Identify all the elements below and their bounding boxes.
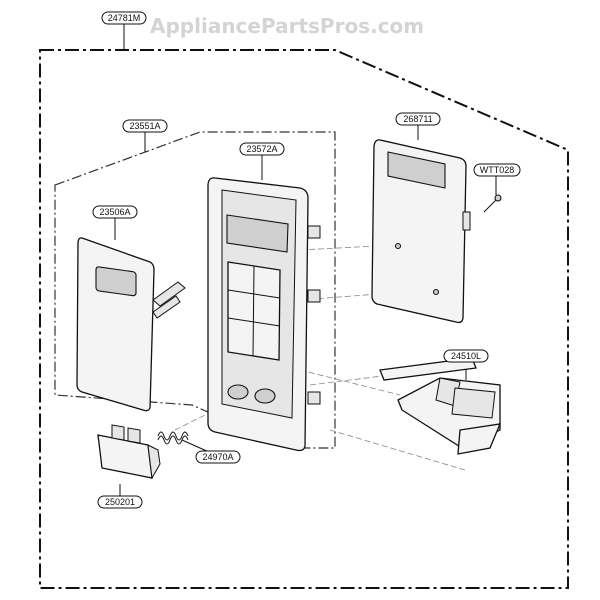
callout-spring: 24970A xyxy=(195,450,241,464)
assembly-outline xyxy=(39,49,569,589)
callout-control-panel-text: 23551A xyxy=(129,121,160,131)
callout-panel-frame-text: 23572A xyxy=(246,144,277,154)
callout-pcb: 268711 xyxy=(395,112,441,126)
callout-latch-lever-text: 24510L xyxy=(451,351,481,361)
callout-latch-lever: 24510L xyxy=(443,349,489,363)
callout-spring-text: 24970A xyxy=(202,452,233,462)
callout-panel-frame: 23572A xyxy=(239,142,285,156)
screw-part xyxy=(483,194,502,213)
panel-frame-part xyxy=(207,177,321,452)
watermark-text: AppliancePartsPros.com xyxy=(150,14,424,38)
membrane-switch-part xyxy=(76,237,186,412)
callout-pcb-text: 268711 xyxy=(403,114,432,124)
callout-assembly: 24781M xyxy=(101,11,147,25)
callout-control-panel: 23551A xyxy=(122,119,168,133)
callout-screw-text: WTT028 xyxy=(480,165,515,175)
keypad-grid xyxy=(227,261,281,361)
latch-lever-part xyxy=(379,357,502,455)
door-button-part xyxy=(97,424,161,480)
callout-door-button: 250201 xyxy=(97,495,143,509)
callout-door-button-text: 250201 xyxy=(105,497,135,507)
spring-part xyxy=(157,431,189,445)
callout-screw: WTT028 xyxy=(473,163,521,177)
callout-assembly-text: 24781M xyxy=(108,13,141,23)
callout-membrane: 23506A xyxy=(92,205,138,219)
control-panel-outline xyxy=(54,131,336,449)
pcb-board-part xyxy=(371,139,471,324)
callout-membrane-text: 23506A xyxy=(99,207,130,217)
